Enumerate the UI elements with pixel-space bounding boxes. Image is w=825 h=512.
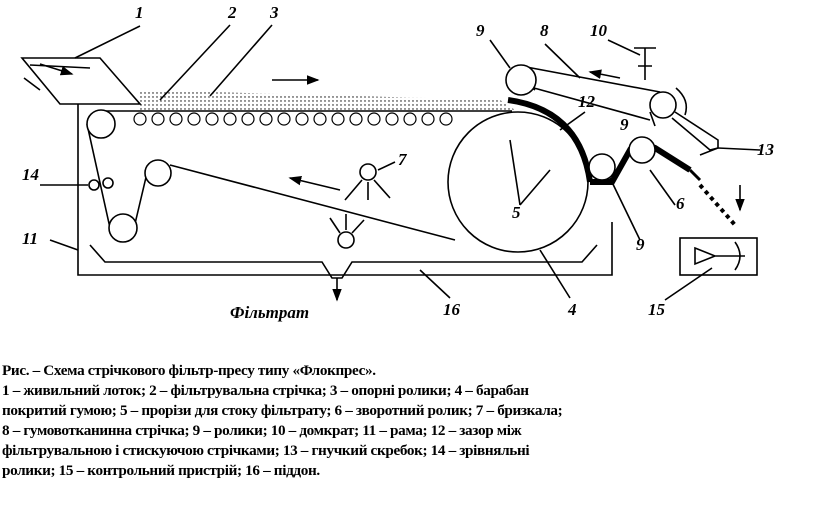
label-5: 5 [512,203,521,222]
roller-9-bottom [588,153,616,181]
roller-14a [88,179,100,191]
caption-line: 1 – живильний лоток; 2 – фільтрувальна с… [2,382,529,399]
pan [89,244,598,279]
label-3: 3 [269,3,279,22]
label-13: 13 [757,140,775,159]
label-1: 1 [135,3,144,22]
filter-press-diagram: 1 2 3 9 8 10 12 9 13 14 7 6 5 9 11 Фільт… [20,3,775,322]
jack [634,47,656,80]
frame [77,88,613,276]
roller-6 [628,136,656,164]
spray-7a [359,163,377,181]
caption-line: 8 – гумовотканинна стрічка; 9 – ролики; … [2,422,522,439]
label-4: 4 [567,300,577,319]
support-rollers [133,112,453,126]
label-8: 8 [540,21,549,40]
label-6: 6 [676,194,685,213]
caption-title: Рис. – Схема стрічкового фільтр-пресу ти… [2,362,376,379]
label-9: 9 [476,21,485,40]
label-2: 2 [227,3,237,22]
caption-line: ролики; 15 – контрольний пристрій; 16 – … [2,462,320,479]
caption-line: покритий гумою; 5 – прорізи для стоку фі… [2,402,563,419]
roller-9-right [649,91,677,119]
figure-caption: Рис. – Схема стрічкового фільтр-пресу ти… [2,361,825,481]
roller-9-top [505,64,537,96]
label-9: 9 [620,115,629,134]
caption-line: фільтрувальною і стискуючою стрічками; 1… [2,442,530,459]
roller-left-top [86,109,116,139]
label-filtrate: Фільтрат [230,303,309,322]
label-7: 7 [398,150,408,169]
sludge-layer [138,90,515,110]
label-14: 14 [22,165,39,184]
drum [447,111,589,253]
label-10: 10 [590,21,608,40]
spray-7b [337,231,355,249]
roller-mid [144,159,172,187]
label-15: 15 [648,300,666,319]
control-device [679,237,758,276]
label-16: 16 [443,300,461,319]
roller-14b [102,177,114,189]
label-9: 9 [636,235,645,254]
roller-left-bottom [108,213,138,243]
label-12: 12 [578,92,596,111]
label-11: 11 [22,229,38,248]
